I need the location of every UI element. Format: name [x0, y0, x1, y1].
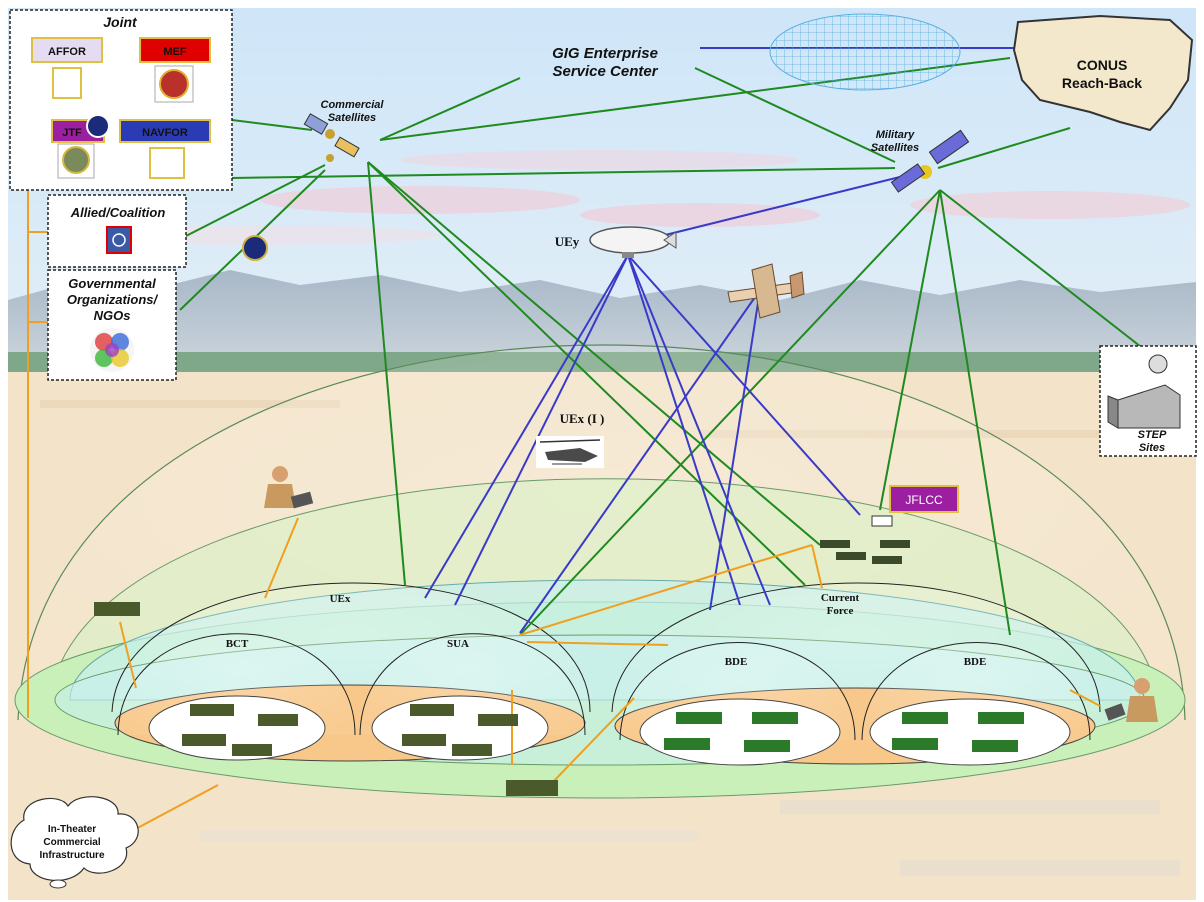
sua-label: SUA: [447, 638, 469, 650]
navfor-label-bg: [119, 119, 211, 143]
navfor-emblem: [149, 147, 185, 179]
cloud-tail-icon: [49, 879, 67, 889]
gov-label-line2: Organizations/: [67, 292, 159, 307]
uex-i-label: UEx (I ): [560, 411, 605, 426]
infra-label-line2: Commercial: [43, 837, 100, 848]
navy-seal-icon: [242, 235, 268, 261]
tanks-bde-right: [892, 712, 1024, 752]
gig-label-line2: Service Center: [552, 63, 658, 80]
uey-label: UEy: [555, 234, 580, 249]
military-satellite-icon: [890, 129, 970, 193]
step-label-line1: STEP: [1138, 429, 1167, 441]
antenna-icon: [871, 515, 893, 527]
jflcc-badge-bg: [889, 485, 959, 513]
step-building-icon: [1107, 354, 1181, 429]
jtf-box: JTF: [51, 114, 110, 179]
bde-left-label: BDE: [725, 656, 748, 668]
blimp-icon: [589, 226, 677, 258]
affor-label: AFFOR: [48, 46, 86, 58]
infra-label-line3: Infrastructure: [39, 850, 104, 861]
left-vehicle-icon: [94, 602, 140, 616]
infra-label-line1: In-Theater: [48, 824, 96, 835]
infrastructure-cloud: [10, 796, 139, 882]
army-seal-icon: [62, 146, 90, 174]
mountains: [8, 270, 1196, 360]
jtf-label: JTF: [62, 127, 82, 139]
orange-links: [27, 24, 1101, 833]
commercial-sat-label-line2: Satellites: [328, 112, 376, 124]
blue-links: [424, 47, 1015, 634]
marine-seal-icon: [159, 69, 189, 99]
jtf-seal-icon: [86, 114, 110, 138]
gov-label-line1: Governmental: [68, 276, 156, 291]
mef-label: MEF: [163, 46, 187, 58]
commercial-satellite-icon: [303, 113, 360, 162]
military-sat-label-line1: Military: [876, 129, 915, 141]
allied-coalition-label: Allied/Coalition: [70, 205, 166, 220]
uex-label: UEx: [330, 593, 351, 605]
bct-label: BCT: [226, 638, 249, 650]
current-force-label-line2: Force: [827, 605, 854, 617]
step-label-line2: Sites: [1139, 442, 1165, 454]
conus-map-icon: [1012, 14, 1194, 132]
soldier-laptop-icon: [264, 466, 314, 509]
wheeled-vehicles-bct: [182, 704, 298, 756]
bde-right-pad: [869, 698, 1071, 766]
gov-label-line3: NGOs: [94, 308, 131, 323]
wheeled-vehicles-sua: [402, 704, 518, 756]
navfor-label: NAVFOR: [142, 127, 188, 139]
mef-box: MEF: [139, 37, 211, 103]
tanks-bde-left: [664, 712, 798, 752]
conus-label-line2: Reach-Back: [1062, 75, 1142, 91]
military-sat-label-line2: Satellites: [871, 142, 919, 154]
joint-title: Joint: [103, 14, 138, 30]
conus-label-line1: CONUS: [1077, 57, 1128, 73]
gig-label-line1: GIG Enterprise: [552, 45, 658, 62]
ngo-emblem-icon: [90, 328, 134, 372]
globe-grid-icon: [769, 13, 961, 91]
vehicle-cluster-icon: [820, 540, 910, 564]
nato-emblem-icon: [106, 226, 132, 254]
jflcc-label: JFLCC: [905, 493, 943, 507]
bde-right-label: BDE: [964, 656, 987, 668]
helicopter-icon: [539, 439, 601, 465]
navfor-box: NAVFOR: [119, 119, 211, 179]
affor-label-bg: [31, 37, 103, 63]
bottom-vehicle-icon: [506, 780, 558, 796]
soldier-laptop-right-icon: [1104, 678, 1158, 722]
nato-star-icon: [112, 233, 126, 247]
commercial-sat-label-line1: Commercial: [321, 99, 385, 111]
green-links: [179, 57, 1146, 636]
current-force-label-line1: Current: [821, 592, 860, 604]
affor-emblem: [52, 67, 82, 99]
affor-box: AFFOR: [31, 37, 103, 99]
bde-left-pad: [639, 698, 841, 766]
uav-icon: [727, 263, 805, 319]
mef-label-bg: [139, 37, 211, 63]
